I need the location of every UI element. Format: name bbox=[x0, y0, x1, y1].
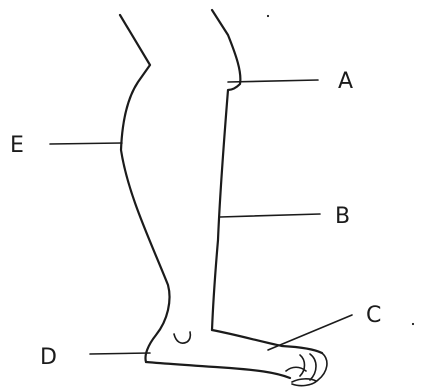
foot-top bbox=[212, 330, 322, 353]
foot-sole bbox=[146, 362, 290, 378]
leg-back-contour bbox=[120, 15, 170, 362]
label-b: B bbox=[335, 204, 350, 229]
pointer-line-b bbox=[220, 214, 320, 217]
label-a: A bbox=[338, 69, 353, 94]
pointer-line-d bbox=[90, 353, 150, 354]
ink-speck bbox=[267, 15, 269, 17]
pointer-line-e bbox=[50, 143, 122, 144]
leg-front-contour bbox=[212, 10, 240, 330]
label-e: E bbox=[10, 133, 24, 158]
pointer-line-a bbox=[228, 80, 318, 82]
label-c: C bbox=[366, 303, 381, 328]
label-d: D bbox=[40, 345, 57, 370]
leg-outline bbox=[120, 10, 327, 386]
pointer-line-c bbox=[268, 315, 352, 350]
ink-speck bbox=[412, 323, 414, 325]
toes bbox=[286, 353, 327, 386]
ankle-mark bbox=[174, 332, 190, 343]
